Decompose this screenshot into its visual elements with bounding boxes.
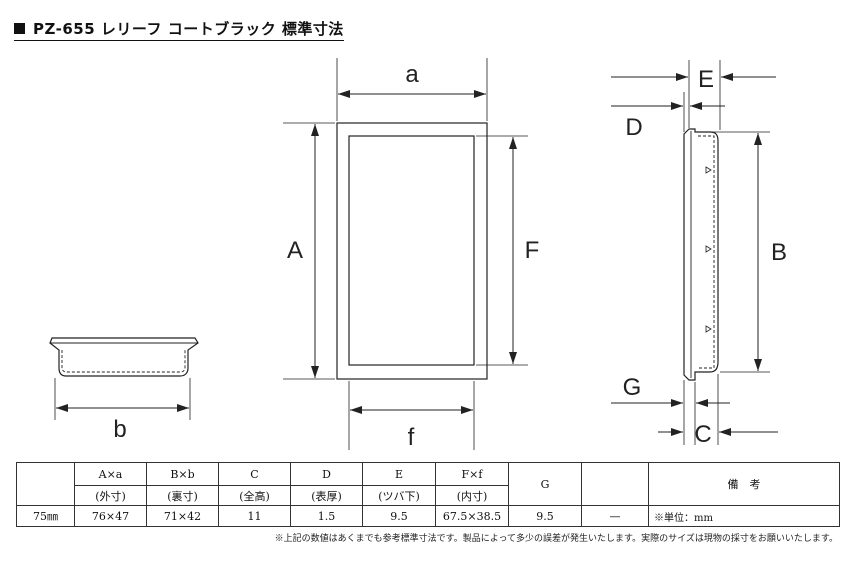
cell-bx: 71×42: [146, 505, 219, 527]
dimension-drawing: b a A F f: [49, 58, 787, 451]
cell-dash: —: [581, 505, 649, 527]
label-b: b: [113, 416, 126, 443]
header-d: D: [290, 462, 363, 486]
subheader-c: (全高): [218, 485, 291, 506]
label-F: F: [525, 237, 540, 264]
side-view-b: [49, 337, 199, 420]
header-remarks: 備 考: [648, 462, 840, 506]
header-g: G: [508, 462, 582, 506]
header-blank: [581, 462, 649, 506]
subheader-ax: (外寸): [74, 485, 147, 506]
cell-fx: 67.5×38.5: [435, 505, 509, 527]
footnote: ※上記の数値はあくまでも参考標準寸法です。製品によって多少の誤差が発生いたします…: [274, 534, 838, 544]
label-A: A: [287, 237, 303, 264]
cell-c: 11: [218, 505, 291, 527]
cell-size: 75㎜: [16, 505, 75, 527]
label-a: a: [405, 61, 419, 88]
cell-e: 9.5: [362, 505, 436, 527]
label-C: C: [694, 421, 711, 448]
subheader-bx: (裏寸): [146, 485, 219, 506]
spec-table: A×a B×b C D E F×f G 備 考 (外寸) (裏寸) (全高) (…: [16, 462, 840, 527]
label-E: E: [698, 66, 714, 93]
page-title: PZ-655 レリーフ コートブラック 標準寸法: [14, 18, 344, 41]
header-e: E: [362, 462, 436, 486]
header-c: C: [218, 462, 291, 486]
header-bx: B×b: [146, 462, 219, 486]
subheader-d: (表厚): [290, 485, 363, 506]
cell-d: 1.5: [290, 505, 363, 527]
cell-ax: 76×47: [74, 505, 147, 527]
label-G: G: [623, 374, 642, 401]
header-fx: F×f: [435, 462, 509, 486]
label-D: D: [625, 114, 642, 141]
subheader-fx: (内寸): [435, 485, 509, 506]
front-view: [283, 58, 528, 450]
size-header-cell: [16, 462, 75, 506]
side-view-B: [611, 60, 778, 445]
label-f: f: [408, 424, 415, 451]
title-square-icon: [14, 23, 25, 34]
cell-note: ※単位：mm: [648, 505, 840, 527]
table-row: 75㎜ 76×47 71×42 11 1.5 9.5 67.5×38.5 9.5…: [16, 505, 840, 527]
label-B: B: [771, 239, 787, 266]
cell-g: 9.5: [508, 505, 582, 527]
table-header-row: A×a B×b C D E F×f G 備 考: [16, 462, 840, 506]
subheader-e: (ツバ下): [362, 485, 436, 506]
header-ax: A×a: [74, 462, 147, 486]
